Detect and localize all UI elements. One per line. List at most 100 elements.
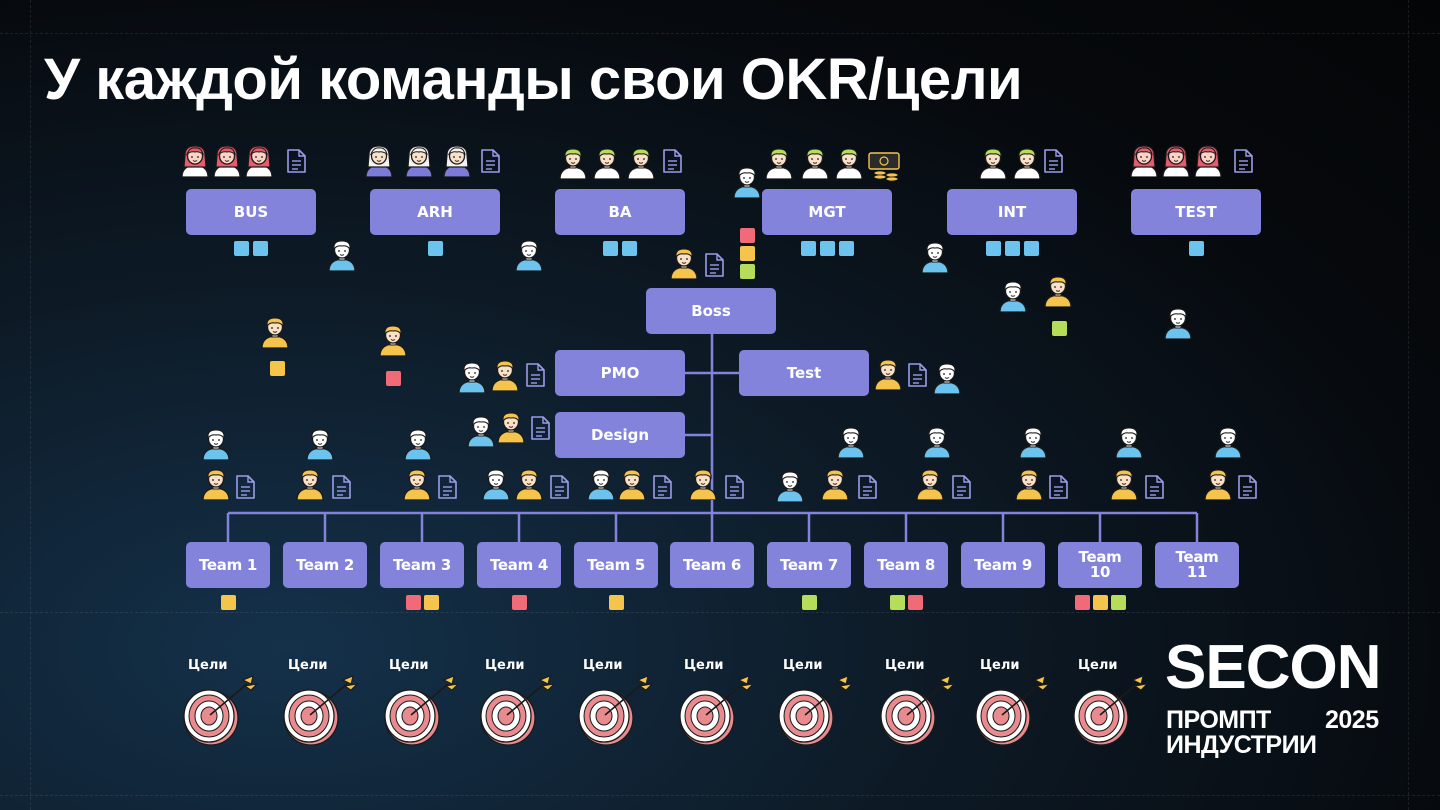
woman-red-hair-icon (1194, 145, 1222, 177)
team-box-1[interactable]: Team 1 (186, 542, 270, 588)
team-box-4[interactable]: Team 4 (477, 542, 561, 588)
man-green-hair-icon (801, 148, 829, 179)
woman-red-hair-icon (1130, 145, 1158, 177)
document-icon (1044, 149, 1063, 173)
target-icon (384, 675, 460, 746)
man-blue-icon (1019, 427, 1047, 458)
man-yellow-icon (689, 469, 717, 500)
goal-square (1110, 595, 1126, 610)
woman-red-hair-icon (1162, 145, 1190, 177)
goal-label: Цели (885, 658, 925, 673)
goal-square (1092, 595, 1108, 610)
document-icon (858, 475, 877, 499)
man-blue-icon (482, 469, 510, 500)
target-icon (679, 675, 755, 746)
document-icon (1238, 475, 1257, 499)
team-box-5[interactable]: Team 5 (574, 542, 658, 588)
document-icon (236, 475, 255, 499)
goal-label: Цели (288, 658, 328, 673)
grid-line (0, 33, 1440, 34)
goal-square (801, 595, 817, 610)
man-green-hair-icon (593, 148, 621, 179)
man-blue-icon (467, 416, 495, 447)
design-box[interactable]: Design (555, 412, 685, 458)
man-blue-icon (306, 429, 334, 460)
logo-line-2: ИНДУСТРИИ (1166, 731, 1317, 759)
team-box-10[interactable]: Team 10 (1058, 542, 1142, 588)
man-yellow-icon (515, 469, 543, 500)
logo-year: 2025 (1325, 706, 1379, 734)
document-icon (725, 475, 744, 499)
team-box-6[interactable]: Team 6 (670, 542, 754, 588)
man-green-hair-icon (1013, 148, 1041, 179)
department-box-5[interactable]: TEST (1131, 189, 1261, 235)
man-blue-icon (1164, 308, 1192, 339)
woman-red-hair-icon (245, 145, 273, 177)
goal-square (1004, 241, 1020, 256)
document-icon (1049, 475, 1068, 499)
goal-square (427, 241, 443, 256)
team-box-11[interactable]: Team 11 (1155, 542, 1239, 588)
goal-square (740, 264, 755, 279)
man-yellow-icon (1110, 469, 1138, 500)
goal-label: Цели (485, 658, 525, 673)
document-icon (332, 475, 351, 499)
document-icon (287, 149, 306, 173)
department-box-4[interactable]: INT (947, 189, 1077, 235)
goal-square (907, 595, 923, 610)
document-icon (481, 149, 500, 173)
team-box-9[interactable]: Team 9 (961, 542, 1045, 588)
target-icon (183, 675, 259, 746)
man-yellow-icon (1204, 469, 1232, 500)
grid-line (1408, 0, 1409, 810)
man-yellow-icon (296, 469, 324, 500)
document-icon (663, 149, 682, 173)
goal-square (1052, 321, 1067, 336)
goal-label: Цели (783, 658, 823, 673)
goal-square (740, 246, 755, 261)
grid-line (0, 795, 1440, 796)
department-box-3[interactable]: MGT (762, 189, 892, 235)
document-icon (438, 475, 457, 499)
goal-label: Цели (188, 658, 228, 673)
goal-label: Цели (583, 658, 623, 673)
man-blue-icon (733, 167, 761, 198)
document-icon (705, 253, 724, 277)
goal-square (234, 241, 249, 256)
man-yellow-icon (202, 469, 230, 500)
pmo-box[interactable]: PMO (555, 350, 685, 396)
team-box-3[interactable]: Team 3 (380, 542, 464, 588)
team-box-2[interactable]: Team 2 (283, 542, 367, 588)
document-icon (908, 363, 927, 387)
document-icon (1145, 475, 1164, 499)
target-icon (1073, 675, 1149, 746)
goal-label: Цели (1078, 658, 1118, 673)
man-green-hair-icon (979, 148, 1007, 179)
department-box-0[interactable]: BUS (186, 189, 316, 235)
goal-square (603, 241, 618, 256)
goal-square (511, 595, 527, 610)
grid-line (0, 612, 1440, 613)
woman-white-hair-icon (405, 145, 433, 177)
goal-label: Цели (980, 658, 1020, 673)
man-yellow-icon (497, 412, 525, 443)
boss-box[interactable]: Boss (646, 288, 776, 334)
man-yellow-icon (1044, 276, 1072, 307)
man-yellow-icon (403, 469, 431, 500)
department-box-1[interactable]: ARH (370, 189, 500, 235)
slide-title: У каждой команды свои OKR/цели (44, 47, 1023, 112)
man-blue-icon (923, 427, 951, 458)
man-yellow-icon (821, 469, 849, 500)
target-icon (880, 675, 956, 746)
goal-square (1074, 595, 1090, 610)
team-box-8[interactable]: Team 8 (864, 542, 948, 588)
test-box[interactable]: Test (739, 350, 869, 396)
man-blue-icon (515, 240, 543, 271)
man-blue-icon (328, 240, 356, 271)
woman-red-hair-icon (181, 145, 209, 177)
man-blue-icon (933, 363, 961, 394)
secon-logo: SECON (1165, 633, 1381, 702)
department-box-2[interactable]: BA (555, 189, 685, 235)
team-box-7[interactable]: Team 7 (767, 542, 851, 588)
goal-square (1188, 241, 1204, 256)
